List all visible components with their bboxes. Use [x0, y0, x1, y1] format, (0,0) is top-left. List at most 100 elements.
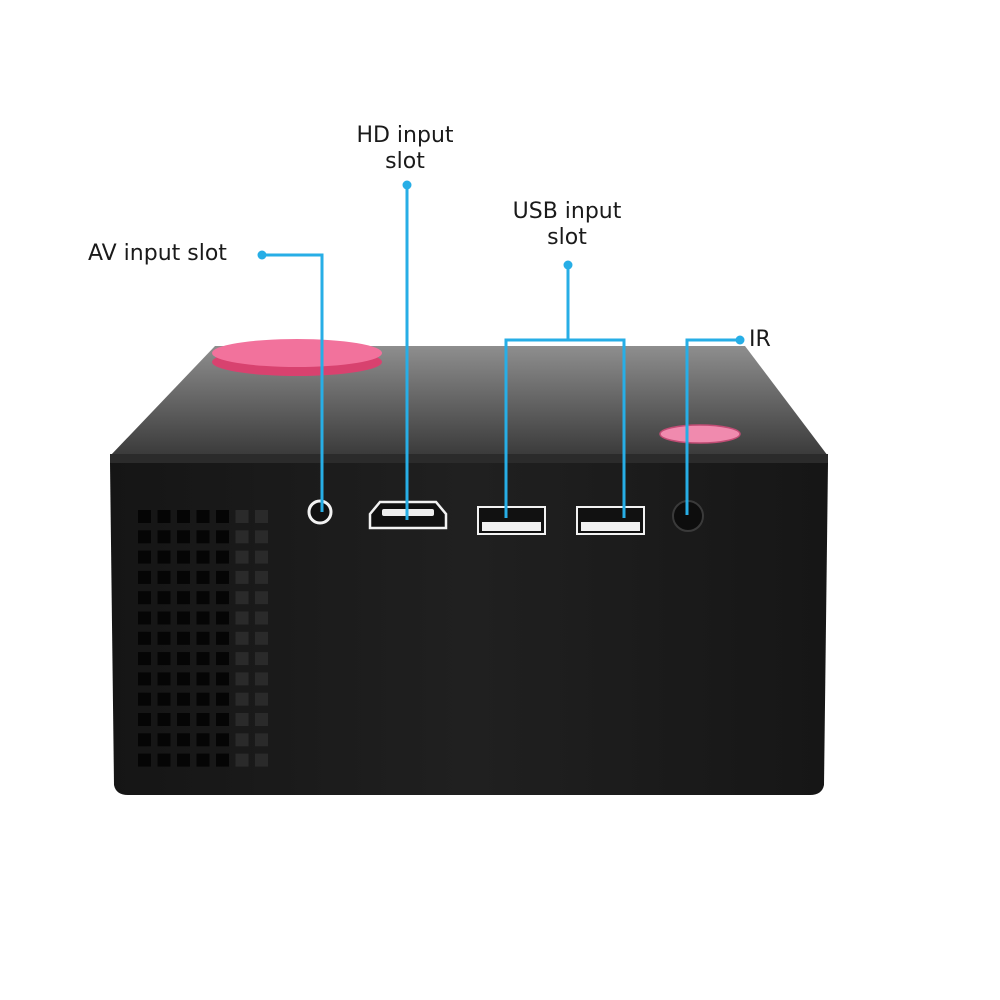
vent-hole	[157, 550, 171, 564]
vent-hole	[235, 713, 249, 726]
vent-hole	[196, 652, 210, 666]
vent-hole	[157, 713, 171, 726]
vent-hole	[255, 591, 268, 605]
vent-hole	[235, 510, 249, 523]
vent-hole	[235, 570, 249, 584]
label-av-input-slot: AV input slot	[88, 241, 227, 266]
vent-hole	[216, 611, 229, 625]
top-edge-rim	[110, 454, 828, 464]
vent-hole	[138, 733, 151, 747]
focus-wheel	[212, 339, 382, 367]
vent-hole	[138, 753, 151, 767]
vent-hole	[196, 611, 210, 625]
vent-hole	[157, 591, 171, 605]
vent-hole	[157, 692, 171, 706]
vent-hole	[216, 753, 229, 767]
label-ir: IR	[749, 327, 771, 352]
vent-grid	[138, 510, 268, 767]
vent-hole	[138, 692, 151, 706]
callout-dot-hd	[402, 180, 412, 190]
vent-hole	[157, 611, 171, 625]
callout-dot-av	[257, 250, 267, 260]
vent-hole	[255, 733, 268, 747]
vent-hole	[235, 753, 249, 767]
vent-hole	[196, 713, 210, 726]
vent-hole	[255, 692, 268, 706]
vent-hole	[138, 713, 151, 726]
vent-hole	[138, 631, 151, 645]
vent-hole	[177, 570, 190, 584]
vent-hole	[216, 550, 229, 564]
vent-hole	[157, 631, 171, 645]
vent-hole	[255, 570, 268, 584]
vent-hole	[157, 753, 171, 767]
vent-hole	[157, 570, 171, 584]
vent-hole	[177, 672, 190, 686]
vent-hole	[216, 733, 229, 747]
usb-port-2-tongue	[581, 522, 640, 531]
vent-hole	[177, 631, 190, 645]
usb-port-1-tongue	[482, 522, 541, 531]
vent-hole	[255, 550, 268, 564]
vent-hole	[216, 692, 229, 706]
vent-hole	[138, 530, 151, 544]
vent-hole	[138, 570, 151, 584]
vent-hole	[177, 652, 190, 666]
vent-hole	[196, 733, 210, 747]
vent-hole	[157, 510, 171, 523]
vent-hole	[216, 510, 229, 523]
vent-hole	[255, 510, 268, 523]
vent-hole	[196, 530, 210, 544]
callout-dots	[257, 180, 745, 345]
vent-hole	[216, 530, 229, 544]
vent-hole	[255, 652, 268, 666]
vent-hole	[196, 550, 210, 564]
vent-hole	[157, 733, 171, 747]
vent-hole	[196, 570, 210, 584]
vent-hole	[216, 570, 229, 584]
vent-hole	[138, 611, 151, 625]
vent-hole	[235, 591, 249, 605]
vent-hole	[196, 672, 210, 686]
vent-hole	[177, 530, 190, 544]
vent-hole	[255, 631, 268, 645]
vent-hole	[196, 510, 210, 523]
vent-hole	[216, 713, 229, 726]
label-usb-input-slot: USB input slot	[497, 199, 637, 251]
vent-hole	[216, 672, 229, 686]
callout-dot-ir	[735, 335, 745, 345]
vent-hole	[235, 692, 249, 706]
vent-hole	[157, 652, 171, 666]
vent-hole	[138, 510, 151, 523]
vent-hole	[177, 733, 190, 747]
vent-hole	[235, 631, 249, 645]
callout-dot-usb	[563, 260, 573, 270]
vent-hole	[177, 713, 190, 726]
callout-ir	[685, 338, 740, 515]
vent-hole	[138, 672, 151, 686]
vent-hole	[216, 652, 229, 666]
vent-hole	[177, 692, 190, 706]
label-usb-line1: USB input	[512, 199, 622, 224]
label-hd-line1: HD input	[356, 123, 454, 148]
vent-hole	[138, 550, 151, 564]
vent-hole	[255, 611, 268, 625]
vent-hole	[235, 652, 249, 666]
label-hd-line2: slot	[385, 149, 425, 174]
vent-hole	[177, 753, 190, 767]
vent-hole	[235, 611, 249, 625]
vent-hole	[216, 591, 229, 605]
callout-usb-branch	[504, 338, 626, 518]
vent-hole	[255, 672, 268, 686]
vent-hole	[255, 530, 268, 544]
vent-hole	[177, 591, 190, 605]
vent-hole	[196, 591, 210, 605]
vent-hole	[157, 672, 171, 686]
vent-hole	[235, 733, 249, 747]
av-port	[307, 499, 333, 525]
vent-hole	[216, 631, 229, 645]
vent-hole	[196, 692, 210, 706]
vent-hole	[235, 550, 249, 564]
